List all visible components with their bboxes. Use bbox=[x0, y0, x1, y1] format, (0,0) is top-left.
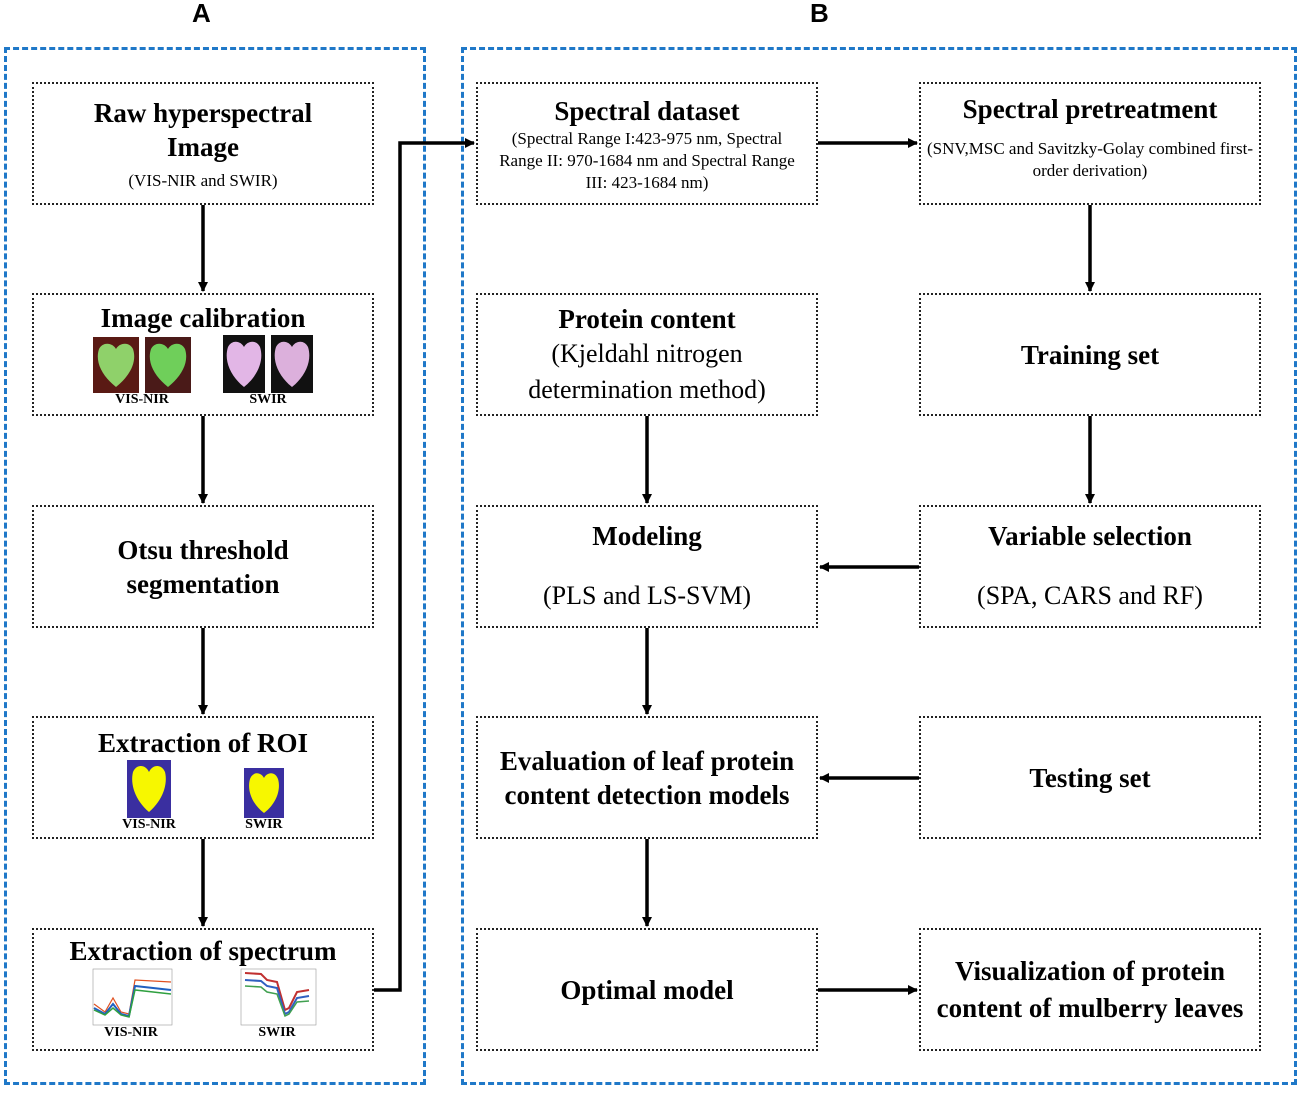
spectrum-extraction-title: Extraction of spectrum bbox=[69, 936, 337, 966]
otsu-segmentation-box: Otsu threshold segmentation bbox=[32, 505, 374, 628]
variable-selection-title: Variable selection bbox=[988, 521, 1192, 552]
spectrum-extraction-box: Extraction of spectrum VIS-NIR SWIR bbox=[32, 928, 374, 1051]
otsu-segmentation-title: Otsu threshold segmentation bbox=[117, 534, 289, 599]
swir-leaf-image-2 bbox=[271, 335, 313, 393]
spectral-dataset-box: Spectral dataset (Spectral Range I:423-9… bbox=[476, 82, 818, 205]
visualization-title: Visualization of protein content of mulb… bbox=[936, 955, 1244, 1023]
modeling-subtitle: (PLS and LS-SVM) bbox=[542, 580, 751, 610]
evaluation-box: Evaluation of leaf protein content detec… bbox=[476, 716, 818, 839]
roi-extraction-box: Extraction of ROI VIS-NIR SWIR bbox=[32, 716, 374, 839]
panel-a-label: A bbox=[192, 0, 211, 28]
spectral-pretreatment-subtitle: (SNV,MSC and Savitzky-Golay combined fir… bbox=[927, 139, 1253, 180]
panel-b-frame bbox=[461, 47, 1297, 1085]
vis-nir-spectrum-plot bbox=[92, 968, 173, 1026]
variable-selection-subtitle: (SPA, CARS and RF) bbox=[977, 580, 1203, 610]
raw-image-subtitle: (VIS-NIR and SWIR) bbox=[128, 170, 278, 190]
roi-caption-vis-nir: VIS-NIR bbox=[122, 817, 176, 832]
variable-selection-box: Variable selection (SPA, CARS and RF) bbox=[919, 505, 1261, 628]
optimal-model-title: Optimal model bbox=[560, 974, 734, 1005]
panel-b-label: B bbox=[810, 0, 829, 28]
calibration-caption-swir: SWIR bbox=[249, 392, 287, 407]
vis-nir-leaf-image-1 bbox=[93, 337, 139, 393]
swir-leaf-image-1 bbox=[223, 335, 265, 393]
visualization-box: Visualization of protein content of mulb… bbox=[919, 928, 1261, 1051]
protein-content-box: Protein content (Kjeldahl nitrogen deter… bbox=[476, 293, 818, 416]
spectral-dataset-subtitle: (Spectral Range I:423-975 nm, Spectral R… bbox=[499, 128, 795, 192]
training-set-title: Training set bbox=[1020, 339, 1160, 370]
optimal-model-box: Optimal model bbox=[476, 928, 818, 1051]
modeling-box: Modeling (PLS and LS-SVM) bbox=[476, 505, 818, 628]
roi-caption-swir: SWIR bbox=[245, 817, 283, 832]
testing-set-box: Testing set bbox=[919, 716, 1261, 839]
raw-image-title: Raw hyperspectral Image bbox=[93, 97, 313, 162]
protein-content-subtitle: (Kjeldahl nitrogen determination method) bbox=[528, 338, 766, 404]
swir-spectrum-plot bbox=[240, 968, 317, 1026]
modeling-title: Modeling bbox=[592, 521, 702, 552]
image-calibration-title: Image calibration bbox=[100, 303, 306, 333]
training-set-box: Training set bbox=[919, 293, 1261, 416]
arrow-spectrum-to-dataset bbox=[374, 138, 475, 992]
vis-nir-roi-image bbox=[127, 760, 171, 818]
swir-roi-image bbox=[243, 768, 284, 818]
testing-set-title: Testing set bbox=[1029, 762, 1151, 793]
spectrum-caption-vis-nir: VIS-NIR bbox=[104, 1025, 158, 1040]
calibration-caption-vis-nir: VIS-NIR bbox=[115, 392, 169, 407]
spectral-dataset-title: Spectral dataset bbox=[554, 95, 740, 126]
panel-a-frame bbox=[4, 47, 426, 1085]
evaluation-title: Evaluation of leaf protein content detec… bbox=[499, 745, 795, 810]
spectrum-caption-swir: SWIR bbox=[258, 1025, 296, 1040]
spectral-pretreatment-box: Spectral pretreatment (SNV,MSC and Savit… bbox=[919, 82, 1261, 205]
vis-nir-leaf-image-2 bbox=[145, 337, 191, 393]
raw-image-box: Raw hyperspectral Image (VIS-NIR and SWI… bbox=[32, 82, 374, 205]
protein-content-title: Protein content bbox=[558, 303, 736, 334]
image-calibration-box: Image calibration VIS-NIR SWIR bbox=[32, 293, 374, 416]
roi-extraction-title: Extraction of ROI bbox=[98, 728, 308, 758]
spectral-pretreatment-title: Spectral pretreatment bbox=[962, 94, 1218, 124]
